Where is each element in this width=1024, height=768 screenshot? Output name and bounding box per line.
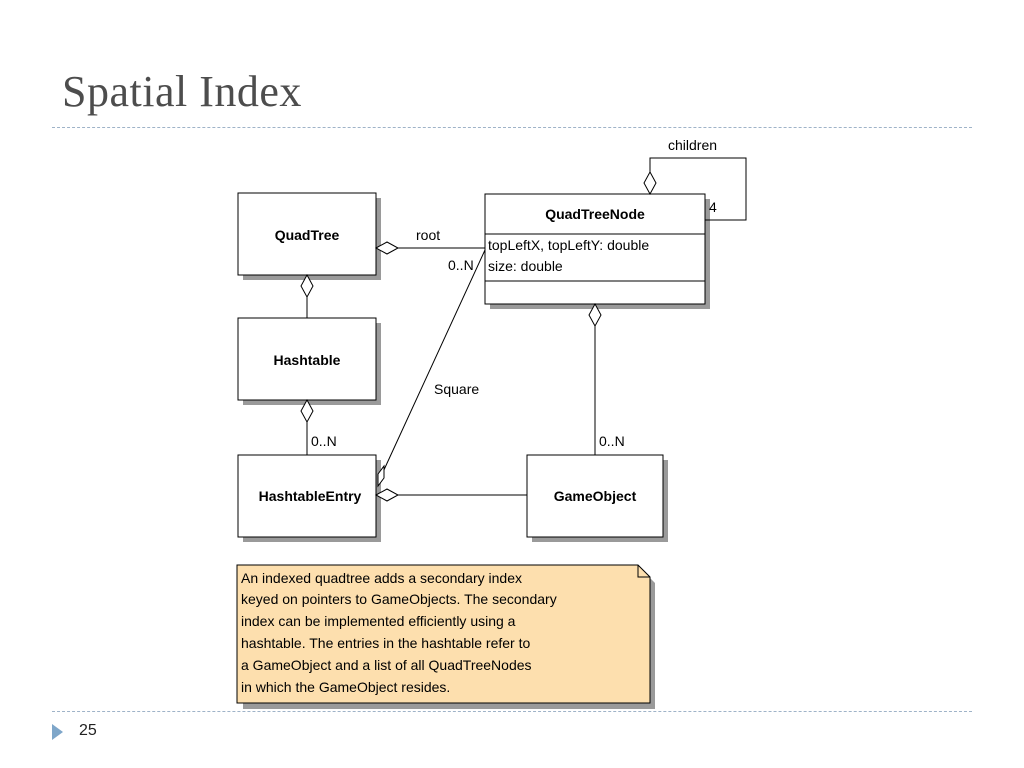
aggregation-diamond: [300, 273, 314, 299]
note: An indexed quadtree adds a secondary ind…: [236, 564, 655, 709]
class-quadtreenode-attr-size: size: double: [488, 258, 563, 274]
association-entry-gameobject: [374, 488, 527, 502]
label-multiplicity-gameobjects: 0..N: [599, 433, 625, 449]
aggregation-diamond: [374, 488, 400, 502]
label-children: children: [668, 137, 717, 153]
class-hashtableentry[interactable]: HashtableEntry: [237, 454, 381, 542]
page-number: 25: [79, 722, 97, 739]
class-gameobject-name: GameObject: [554, 488, 637, 504]
note-line: a GameObject and a list of all QuadTreeN…: [241, 657, 532, 673]
note-body: [236, 564, 651, 704]
label-root: root: [416, 227, 440, 243]
note-line: keyed on pointers to GameObjects. The se…: [241, 591, 557, 607]
class-quadtree-name: QuadTree: [275, 227, 340, 243]
class-quadtreenode-attr-position: topLeftX, topLeftY: double: [488, 237, 649, 253]
class-quadtreenode[interactable]: QuadTreeNode topLeftX, topLeftY: double …: [484, 193, 710, 309]
aggregation-diamond: [377, 464, 385, 488]
class-quadtree[interactable]: QuadTree: [237, 192, 381, 280]
note-line: in which the GameObject resides.: [241, 679, 450, 695]
association-children: children 4: [643, 137, 747, 221]
note-line: hashtable. The entries in the hashtable …: [241, 635, 530, 651]
association-square: Square: [377, 249, 486, 488]
slide-title: Spatial Index: [62, 67, 302, 116]
title-divider: [52, 127, 972, 128]
association-root: root 0..N: [374, 227, 485, 273]
footer-divider: [52, 711, 972, 712]
aggregation-diamond: [374, 241, 400, 255]
class-hashtable[interactable]: Hashtable: [237, 317, 381, 405]
aggregation-diamond: [588, 302, 602, 328]
label-multiplicity-entries: 0..N: [311, 433, 337, 449]
note-line: An indexed quadtree adds a secondary ind…: [241, 570, 522, 586]
association-node-gameobject: 0..N: [588, 302, 625, 455]
class-hashtableentry-name: HashtableEntry: [259, 488, 362, 504]
aggregation-diamond: [300, 398, 314, 424]
note-fold-corner: [637, 565, 650, 578]
aggregation-diamond: [643, 170, 657, 196]
class-hashtable-name: Hashtable: [274, 352, 341, 368]
association-hashtable-entry: 0..N: [300, 398, 337, 455]
class-quadtreenode-name: QuadTreeNode: [545, 206, 645, 222]
label-square: Square: [434, 381, 479, 397]
bullet-triangle-icon: [52, 724, 63, 740]
label-multiplicity-4: 4: [709, 199, 717, 215]
note-line: index can be implemented efficiently usi…: [241, 613, 516, 629]
label-multiplicity-root: 0..N: [448, 257, 474, 273]
association-quadtree-hashtable: [300, 273, 314, 318]
class-gameobject[interactable]: GameObject: [526, 454, 668, 542]
